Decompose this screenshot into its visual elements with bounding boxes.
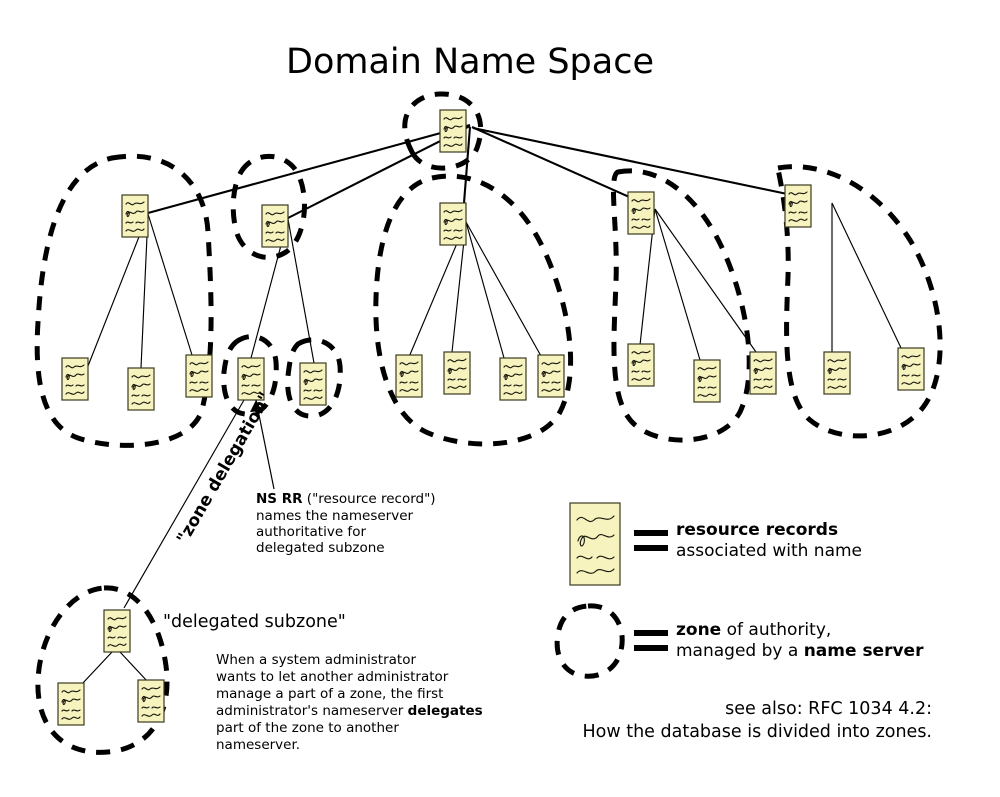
- legend-zone-line-1: zone of authority,: [676, 620, 831, 640]
- ns-rr-note-line-3: authoritative for: [256, 524, 366, 540]
- edge-a-a2: [140, 213, 149, 369]
- node-b[interactable]: [261, 204, 289, 248]
- legend-record-line-2: associated with name: [676, 541, 862, 561]
- node-subzone-parent[interactable]: [103, 609, 131, 653]
- node-d[interactable]: [627, 191, 655, 235]
- edge-root-e: [472, 126, 812, 201]
- node-d1[interactable]: [627, 343, 655, 387]
- node-c1[interactable]: [395, 354, 423, 398]
- legend-zone-of-authority: zone of authority, managed by a name ser…: [554, 603, 924, 679]
- equals-sign-icon-1: [634, 530, 668, 551]
- ns-rr-pointer-arrowhead: [250, 400, 262, 412]
- zone-blob-b: [230, 153, 307, 260]
- legend-resource-records: resource records associated with name: [569, 502, 862, 586]
- delegated-subzone-label: "delegated subzone": [163, 612, 346, 632]
- edge-c-c4: [465, 221, 542, 357]
- edge-e-e2: [831, 202, 903, 351]
- node-c[interactable]: [439, 202, 467, 246]
- node-c4[interactable]: [537, 354, 565, 398]
- zone-blob-a: [34, 153, 214, 448]
- node-c2[interactable]: [443, 351, 471, 395]
- ns-rr-note-line-2: names the nameserver: [256, 508, 414, 524]
- ns-rr-rest: ("resource record"): [303, 491, 436, 507]
- edge-a-a1: [87, 213, 149, 367]
- explain-line-5: part of the zone to another: [216, 720, 399, 736]
- node-e2[interactable]: [897, 347, 925, 391]
- node-subzone-child-1[interactable]: [57, 682, 85, 726]
- legend-record-line-1: resource records: [676, 520, 838, 540]
- node-d3[interactable]: [749, 351, 777, 395]
- zone-blob-delegated-subzone: [35, 585, 170, 755]
- zone-blob-b2: [285, 337, 343, 419]
- explain-line-6: nameserver.: [216, 737, 300, 753]
- ns-rr-bold: NS RR: [256, 491, 303, 507]
- node-subzone-child-2[interactable]: [137, 679, 165, 723]
- zone-blob-d: [610, 168, 752, 443]
- zone-blob-e: [775, 164, 943, 439]
- explain-line-4-a: administrator's nameserver: [216, 703, 408, 719]
- node-c3[interactable]: [499, 357, 527, 401]
- node-a2[interactable]: [127, 367, 155, 411]
- ns-rr-note-line-1: NS RR ("resource record"): [256, 491, 436, 507]
- node-e1[interactable]: [823, 351, 851, 395]
- node-a[interactable]: [121, 194, 149, 238]
- edge-b-b2: [287, 218, 315, 364]
- node-root[interactable]: [439, 109, 467, 153]
- edge-d-d2: [654, 208, 701, 361]
- edge-sub-sub1: [81, 651, 113, 685]
- edge-d-d3: [654, 208, 757, 353]
- zone-blob-c: [373, 173, 574, 447]
- legend-name-server-bold: name server: [804, 641, 924, 661]
- legend-zone-rest: of authority,: [721, 620, 831, 640]
- edge-root-a: [147, 123, 471, 215]
- dashed-zone-blob-icon: [554, 603, 625, 679]
- ns-rr-pointer-line: [255, 399, 275, 490]
- node-b2[interactable]: [299, 362, 327, 406]
- node-a1[interactable]: [61, 357, 89, 401]
- edge-a-a3: [147, 213, 193, 356]
- node-a3[interactable]: [185, 354, 213, 398]
- edge-c-c3: [465, 221, 505, 359]
- zone-blob-b1: [221, 334, 279, 417]
- explain-line-3: manage a part of a zone, the first: [216, 686, 443, 702]
- ns-rr-note-line-4: delegated subzone: [256, 540, 385, 556]
- explain-line-2: wants to let another administrator: [216, 669, 449, 685]
- edge-root-c: [462, 126, 472, 204]
- resource-record-note-icon: [569, 502, 621, 586]
- legend-zone-bold: zone: [676, 620, 721, 640]
- node-e[interactable]: [784, 184, 812, 228]
- equals-sign-icon-2: [634, 630, 668, 651]
- explain-line-1: When a system administrator: [216, 652, 416, 668]
- explain-line-4: administrator's nameserver delegates: [216, 703, 483, 719]
- footer-line-1: see also: RFC 1034 4.2:: [725, 699, 932, 719]
- edge-sub-sub2: [119, 651, 149, 683]
- page-title: Domain Name Space: [286, 42, 654, 82]
- explain-delegates-bold: delegates: [408, 703, 483, 719]
- node-d2[interactable]: [693, 359, 721, 403]
- legend-zone-line-2: managed by a name server: [676, 641, 924, 661]
- legend-zone-line2-a: managed by a: [676, 641, 804, 661]
- zone-blobs: [34, 91, 943, 755]
- edge-delegation: [123, 399, 245, 609]
- footer-line-2: How the database is divided into zones.: [582, 722, 932, 742]
- edge-root-d: [471, 126, 655, 209]
